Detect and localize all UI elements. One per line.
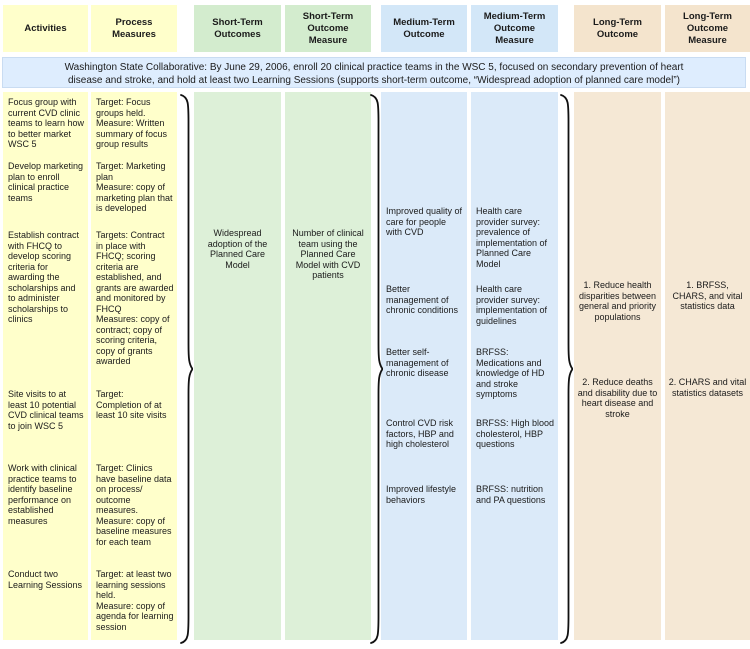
medium-term-outcome-item: Better self-management of chronic diseas… — [386, 347, 449, 378]
process-measure-item: Target: at least two learning sessions h… — [96, 569, 174, 632]
column-process-measures: Target: Focus groups held. Measure: Writ… — [91, 92, 177, 640]
activity-item: Establish contract with FHCQ to develop … — [8, 230, 80, 324]
medium-term-outcome-item: Improved quality of care for people with… — [386, 206, 463, 237]
medium-term-outcome-measure-item: BRFSS: High blood cholesterol, HBP quest… — [476, 418, 555, 449]
col-header-short-term-outcomes: Short-Term Outcomes — [194, 5, 281, 52]
activity-item: Conduct two Learning Sessions — [8, 569, 83, 590]
medium-term-outcome-item: Better management of chronic conditions — [386, 284, 459, 315]
long-term-outcome-item: 1. Reduce health disparities between gen… — [578, 280, 657, 322]
activity-item: Develop marketing plan to enroll clinica… — [8, 161, 84, 203]
medium-term-outcome-measure-item: BRFSS: nutrition and PA questions — [476, 484, 546, 505]
column-activities: Focus group with current CVD clinic team… — [3, 92, 88, 640]
process-measure-item: Target: Focus groups held. Measure: Writ… — [96, 97, 168, 149]
col-header-process-measures: Process Measures — [91, 5, 177, 52]
long-term-outcome-measure-item: 1. BRFSS, CHARS, and vital statistics da… — [672, 280, 743, 311]
column-medium-term-outcome: Improved quality of care for people with… — [381, 92, 467, 640]
column-medium-term-outcome-measure: Health care provider survey: prevalence … — [471, 92, 558, 640]
long-term-outcome-measure-item: 2. CHARS and vital statistics datasets — [668, 377, 747, 398]
curly-brace-icon — [370, 94, 383, 644]
process-measure-item: Targets: Contract in place with FHCQ; sc… — [96, 230, 174, 366]
short-term-outcome-measure-item: Number of clinical team using the Planne… — [292, 228, 364, 280]
process-measure-item: Target: Completion of at least 10 site v… — [96, 389, 167, 420]
col-header-medium-term-outcome-measure: Medium-Term Outcome Measure — [471, 5, 558, 52]
activity-item: Work with clinical practice teams to ide… — [8, 463, 77, 526]
column-long-term-outcome: 1. Reduce health disparities between gen… — [574, 92, 661, 640]
curly-brace-icon — [180, 94, 193, 644]
col-header-medium-term-outcome: Medium-Term Outcome — [381, 5, 467, 52]
column-short-term-outcome-measure: Number of clinical team using the Planne… — [285, 92, 371, 640]
goal-banner: Washington State Collaborative: By June … — [2, 57, 746, 88]
medium-term-outcome-measure-item: Health care provider survey: prevalence … — [476, 206, 548, 269]
short-term-outcome-item: Widespread adoption of the Planned Care … — [207, 228, 268, 270]
activity-item: Focus group with current CVD clinic team… — [8, 97, 85, 149]
process-measure-item: Target: Marketing plan Measure: copy of … — [96, 161, 173, 213]
medium-term-outcome-measure-item: BRFSS: Medications and knowledge of HD a… — [476, 347, 545, 399]
medium-term-outcome-item: Control CVD risk factors, HBP and high c… — [386, 418, 454, 449]
long-term-outcome-item: 2. Reduce deaths and disability due to h… — [577, 377, 658, 419]
activity-item: Site visits to at least 10 potential CVD… — [8, 389, 84, 431]
medium-term-outcome-measure-item: Health care provider survey: implementat… — [476, 284, 548, 326]
column-short-term-outcomes: Widespread adoption of the Planned Care … — [194, 92, 281, 640]
medium-term-outcome-item: Improved lifestyle behaviors — [386, 484, 457, 505]
curly-brace-icon — [560, 94, 573, 644]
col-header-long-term-outcome-measure: Long-Term Outcome Measure — [665, 5, 750, 52]
col-header-activities: Activities — [3, 5, 88, 52]
col-header-short-term-outcome-measure: Short-Term Outcome Measure — [285, 5, 371, 52]
process-measure-item: Target: Clinics have baseline data on pr… — [96, 463, 172, 547]
column-long-term-outcome-measure: 1. BRFSS, CHARS, and vital statistics da… — [665, 92, 750, 640]
col-header-long-term-outcome: Long-Term Outcome — [574, 5, 661, 52]
